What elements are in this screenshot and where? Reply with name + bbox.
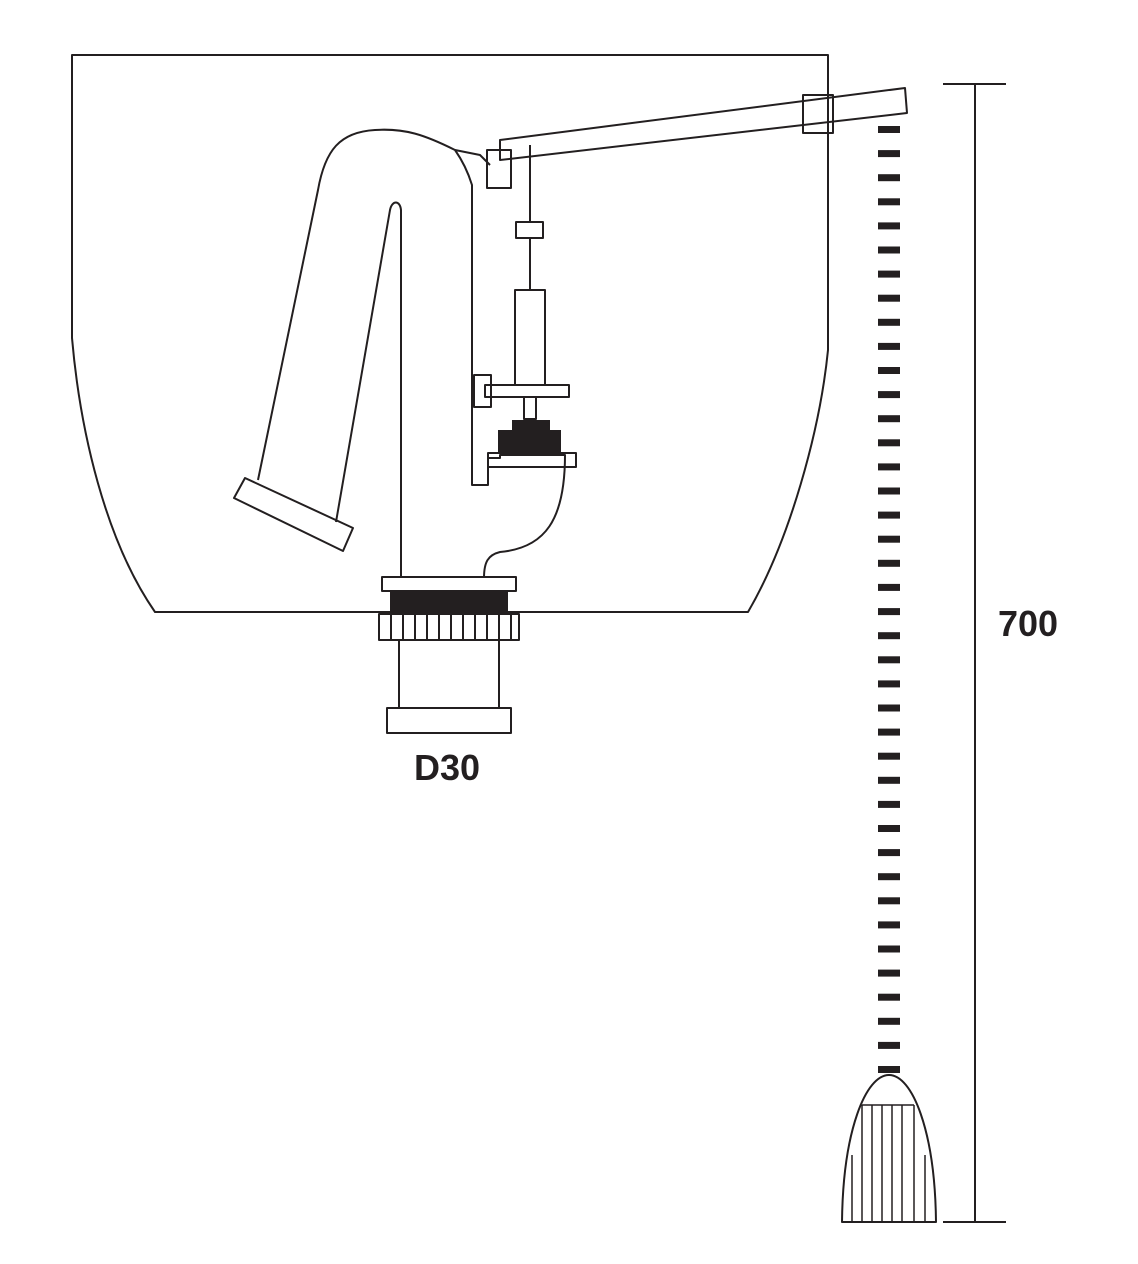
chain-link: [878, 198, 900, 206]
chain-link: [878, 583, 900, 591]
chain-link: [878, 849, 900, 857]
outlet-nut-ribs: [390, 614, 512, 640]
outlet-pipe-collar: [386, 707, 512, 734]
chain-link: [878, 897, 900, 905]
siphon-body: [257, 128, 566, 579]
chain-link: [878, 415, 900, 423]
chain-link: [878, 222, 900, 230]
siphon-inner-leg: [335, 201, 402, 578]
chain-link: [878, 487, 900, 495]
outlet-flange: [381, 576, 517, 592]
chain-link: [878, 174, 900, 182]
chain-link: [878, 632, 900, 640]
overflow-stub: [233, 477, 354, 552]
pull-chain: [878, 126, 900, 1073]
chain-link: [878, 945, 900, 953]
chain-link: [878, 680, 900, 688]
piston-cylinder: [514, 289, 546, 386]
outlet-size-label: D30: [414, 747, 480, 788]
outlet-seal: [390, 591, 508, 614]
chain-link: [878, 969, 900, 977]
chain-link: [878, 535, 900, 543]
chain-link: [878, 294, 900, 302]
chain-link: [878, 126, 900, 133]
chain-link: [878, 150, 900, 158]
pull-handle: [841, 1074, 937, 1223]
chain-link: [878, 776, 900, 784]
chain-link: [878, 1041, 900, 1049]
chain-link: [878, 439, 900, 447]
chain-link: [878, 825, 900, 832]
chain-link: [878, 728, 900, 736]
piston-guide-plate: [484, 384, 570, 398]
chain-length-label: 700: [998, 603, 1058, 644]
valve-washer: [498, 420, 561, 453]
chain-link: [878, 608, 900, 616]
chain-link: [878, 342, 900, 350]
side-bracket: [473, 374, 492, 408]
chain-link: [878, 318, 900, 326]
chain-link: [878, 752, 900, 760]
chain-link: [878, 391, 900, 399]
lever-bracket-left: [486, 149, 512, 189]
chain-link: [878, 993, 900, 1001]
chain-link: [878, 873, 900, 881]
cistern-tank: [71, 54, 829, 613]
lever-arm: [499, 87, 908, 161]
chain-link: [878, 270, 900, 278]
chain-link: [878, 511, 900, 519]
chain-link: [878, 463, 900, 471]
chain-link: [878, 704, 900, 712]
lever-bracket-right: [802, 94, 834, 134]
chain-link: [878, 656, 900, 664]
chain-link: [878, 367, 900, 374]
chain-link: [878, 1017, 900, 1025]
rod-clip: [515, 221, 544, 239]
chain-link: [878, 800, 900, 808]
piston-stem: [523, 396, 537, 420]
chain-link: [878, 1066, 900, 1073]
chain-link: [878, 921, 900, 929]
chain-link: [878, 559, 900, 567]
outlet-pipe: [398, 640, 500, 708]
pull-handle-ribs: [851, 1104, 926, 1222]
chain-link: [878, 246, 900, 254]
